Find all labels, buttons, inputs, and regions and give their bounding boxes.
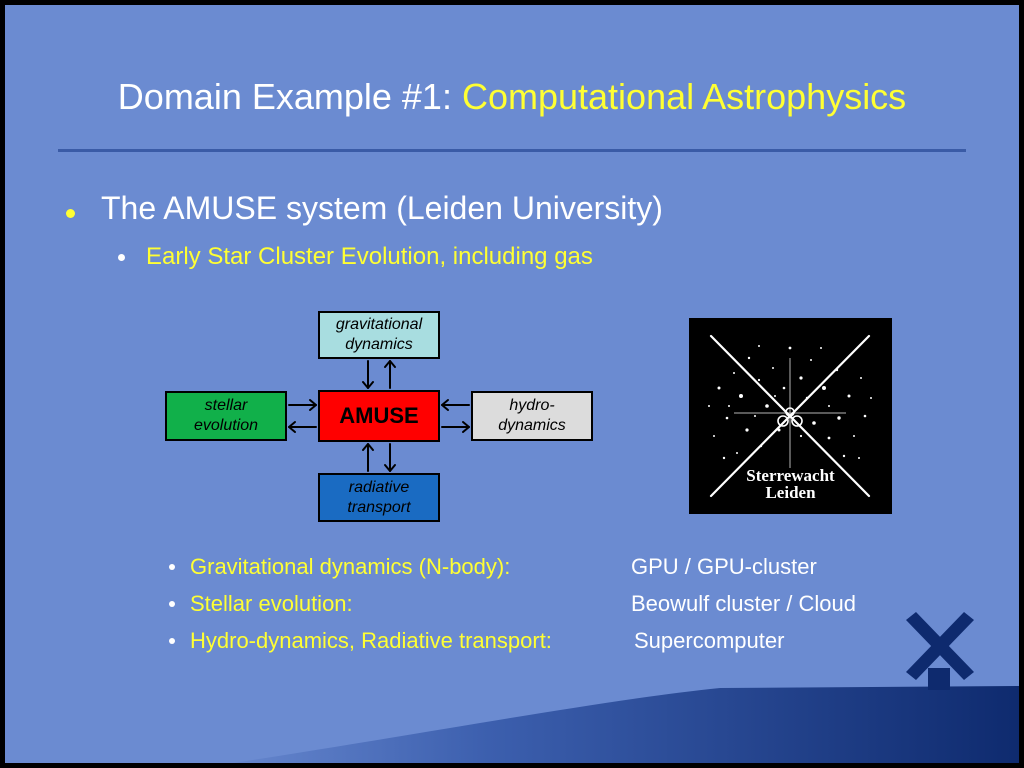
top-box-line1: gravitational bbox=[335, 316, 423, 333]
bullet-dot-mapping-1 bbox=[169, 564, 175, 570]
starfield-cross-icon bbox=[708, 334, 872, 498]
mapping-value-2: Beowulf cluster / Cloud bbox=[631, 591, 856, 616]
slide-title: Domain Example #1: Computational Astroph… bbox=[0, 76, 1024, 118]
bottom-box-line1: radiative bbox=[348, 478, 410, 496]
title-prefix: Domain Example #1: bbox=[117, 76, 462, 117]
bullet-dot-sub bbox=[118, 254, 125, 261]
top-box-line2: dynamics bbox=[345, 336, 413, 353]
mapping-label-3: Hydro-dynamics, Radiative transport: bbox=[190, 628, 552, 653]
amuse-box: AMUSE bbox=[318, 390, 440, 442]
bullet-sub: Early Star Cluster Evolution, including … bbox=[146, 243, 593, 270]
title-divider bbox=[58, 149, 966, 152]
gravitational-dynamics-box: gravitational dynamics bbox=[318, 311, 440, 359]
mapping-label-1: Gravitational dynamics (N-body): bbox=[190, 554, 511, 579]
stellar-evolution-box: stellar evolution bbox=[165, 391, 287, 441]
sterrewacht-leiden-logo: Sterrewacht Leiden bbox=[689, 318, 892, 514]
bullet-dot-mapping-2 bbox=[169, 601, 175, 607]
left-box-line1: stellar bbox=[204, 397, 248, 414]
mapping-value-3: Supercomputer bbox=[634, 628, 785, 653]
right-box-line1: hydro- bbox=[509, 397, 555, 414]
radiative-transport-box: radiative transport bbox=[318, 473, 440, 522]
bullet-dot-mapping-3 bbox=[169, 638, 175, 644]
amuse-label: AMUSE bbox=[339, 403, 419, 428]
mapping-label-2: Stellar evolution: bbox=[190, 591, 353, 616]
bullet-dot-main bbox=[66, 209, 75, 218]
bottom-box-line2: transport bbox=[347, 498, 411, 516]
title-accent: Computational Astrophysics bbox=[461, 76, 907, 117]
hydro-dynamics-box: hydro-dynamics bbox=[471, 391, 593, 441]
logo-text-line2: Leiden bbox=[765, 483, 816, 502]
logo-text-line1: Sterrewacht bbox=[746, 466, 835, 485]
mapping-value-1: GPU / GPU-cluster bbox=[631, 554, 817, 579]
windmill-icon bbox=[906, 612, 974, 690]
left-box-line2: evolution bbox=[193, 417, 259, 434]
bullet-main: The AMUSE system (Leiden University) bbox=[101, 190, 663, 226]
right-box-line2: dynamics bbox=[498, 417, 566, 434]
